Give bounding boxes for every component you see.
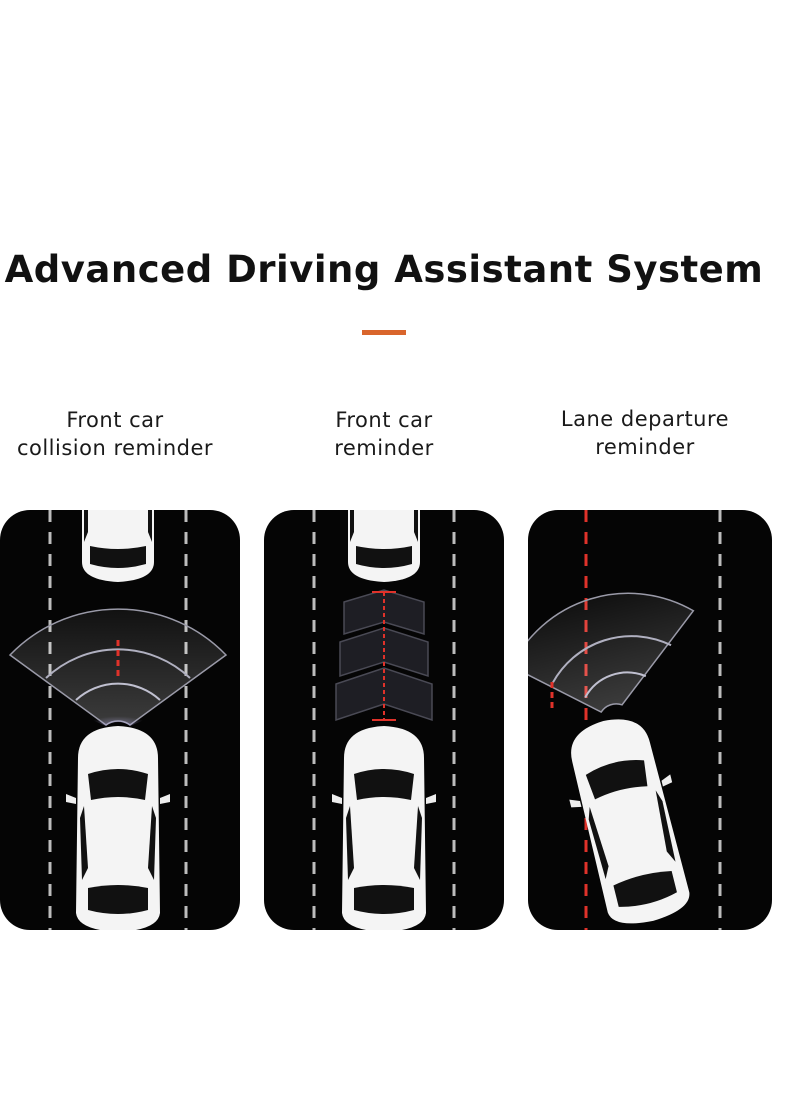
lane-departure-panel [528,510,772,930]
caption-line: Front car [335,408,433,432]
collision-reminder-panel [0,510,240,930]
caption-line: reminder [334,436,434,460]
page-title: Advanced Driving Assistant System [4,248,764,291]
collision-warning-radar-icon [8,510,228,930]
caption-line: Front car [66,408,164,432]
feature-caption-front-car: Front car reminder [259,406,509,462]
front-car-reminder-panel [264,510,504,930]
caption-line: reminder [595,435,695,459]
feature-caption-lane-departure: Lane departure reminder [520,405,770,461]
lane-departure-icon [528,510,722,930]
following-distance-icon [312,510,456,930]
caption-line: collision reminder [16,436,214,460]
title-accent-bar [362,330,406,335]
caption-line: Lane departure [560,407,730,431]
feature-caption-collision: Front car collision reminder [0,406,240,462]
